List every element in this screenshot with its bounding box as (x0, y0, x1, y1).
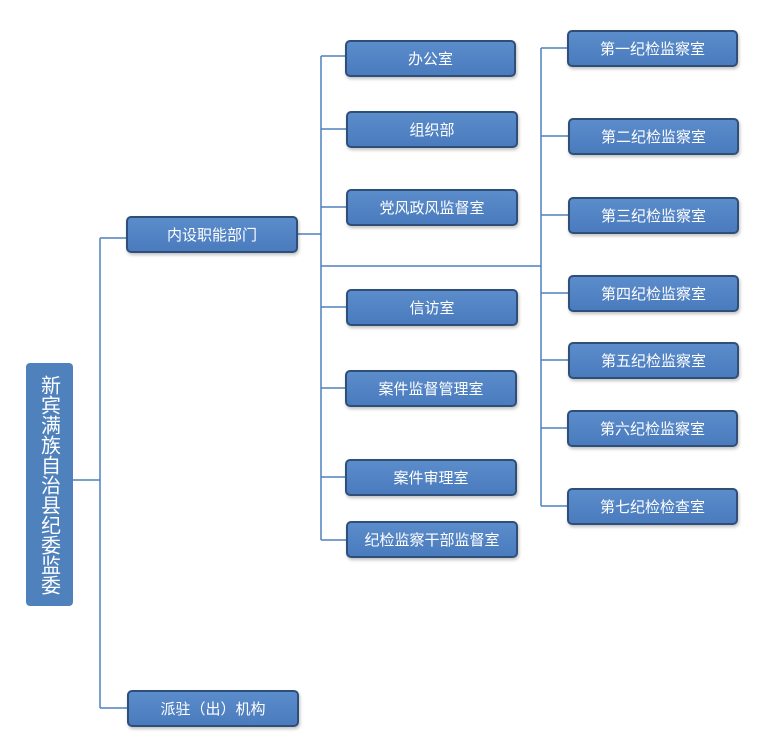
node-label: 纪检监察干部监督室 (364, 531, 500, 549)
node-department: 组织部 (346, 111, 518, 148)
node-label: 第二纪检监察室 (600, 128, 706, 146)
node-label: 党风政风监督室 (379, 199, 485, 217)
node-label: 第四纪检监察室 (600, 285, 706, 303)
node-office: 第二纪检监察室 (568, 118, 739, 155)
node-department: 信访室 (346, 289, 518, 326)
node-department: 案件监督管理室 (345, 370, 517, 407)
node-label: 组织部 (409, 121, 455, 139)
node-office: 第五纪检监察室 (568, 342, 739, 379)
node-office: 第三纪检监察室 (568, 197, 739, 234)
node-label: 案件监督管理室 (378, 380, 484, 398)
node-department: 纪检监察干部监督室 (346, 521, 518, 558)
root-node: 新宾满族自治县纪委监委 (26, 363, 73, 606)
node-label: 内设职能部门 (166, 226, 257, 244)
node-label: 第六纪检监察室 (599, 420, 705, 438)
node-label: 第一纪检监察室 (599, 40, 705, 58)
node-office: 第六纪检监察室 (567, 410, 738, 447)
node-office: 第一纪检监察室 (567, 30, 738, 67)
node-department: 党风政风监督室 (346, 189, 518, 226)
node-department: 办公室 (345, 40, 516, 77)
node-label: 案件审理室 (393, 469, 469, 487)
node-office: 第四纪检监察室 (568, 275, 739, 312)
node-label: 信访室 (409, 299, 455, 317)
node-label: 第七纪检检查室 (599, 498, 705, 516)
node-label: 第三纪检监察室 (600, 207, 706, 225)
node-office: 第七纪检检查室 (567, 488, 738, 525)
node-dispatched-agencies: 派驻（出）机构 (127, 690, 299, 727)
node-label: 办公室 (407, 50, 453, 68)
node-label: 派驻（出）机构 (160, 700, 266, 718)
node-label: 第五纪检监察室 (600, 352, 706, 370)
node-department: 案件审理室 (345, 459, 517, 496)
node-internal-departments: 内设职能部门 (126, 216, 298, 253)
root-label: 新宾满族自治县纪委监委 (37, 374, 62, 595)
